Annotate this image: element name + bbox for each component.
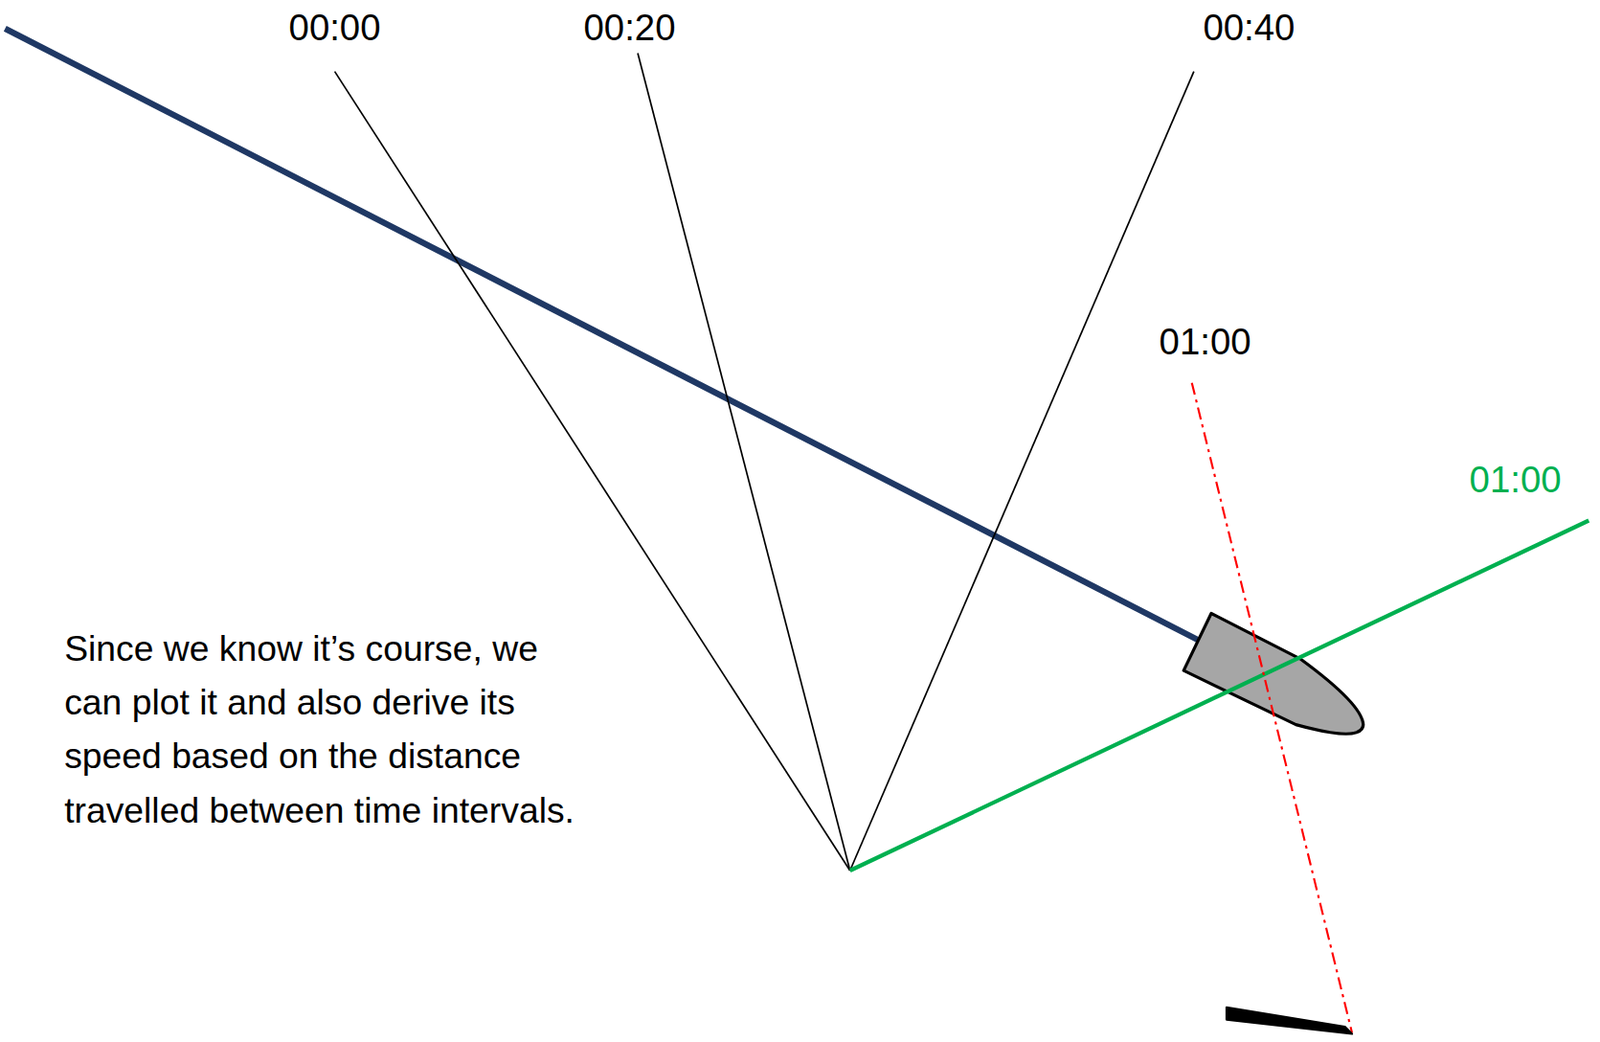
time-label: 01:00 [1469, 457, 1562, 502]
submarine-symbol [1226, 1007, 1353, 1035]
time-label: 01:00 [1159, 319, 1252, 364]
time-label: 00:00 [289, 5, 382, 50]
bearing-line-green [850, 520, 1590, 872]
bearing-line [850, 71, 1195, 871]
time-label: 00:20 [584, 5, 677, 50]
note-text: Since we know it’s course, we can plot i… [64, 620, 575, 837]
course-line [4, 28, 1200, 641]
bearing-line [637, 52, 851, 871]
bearing-line-red [1192, 383, 1353, 1034]
time-label: 00:40 [1202, 5, 1295, 50]
